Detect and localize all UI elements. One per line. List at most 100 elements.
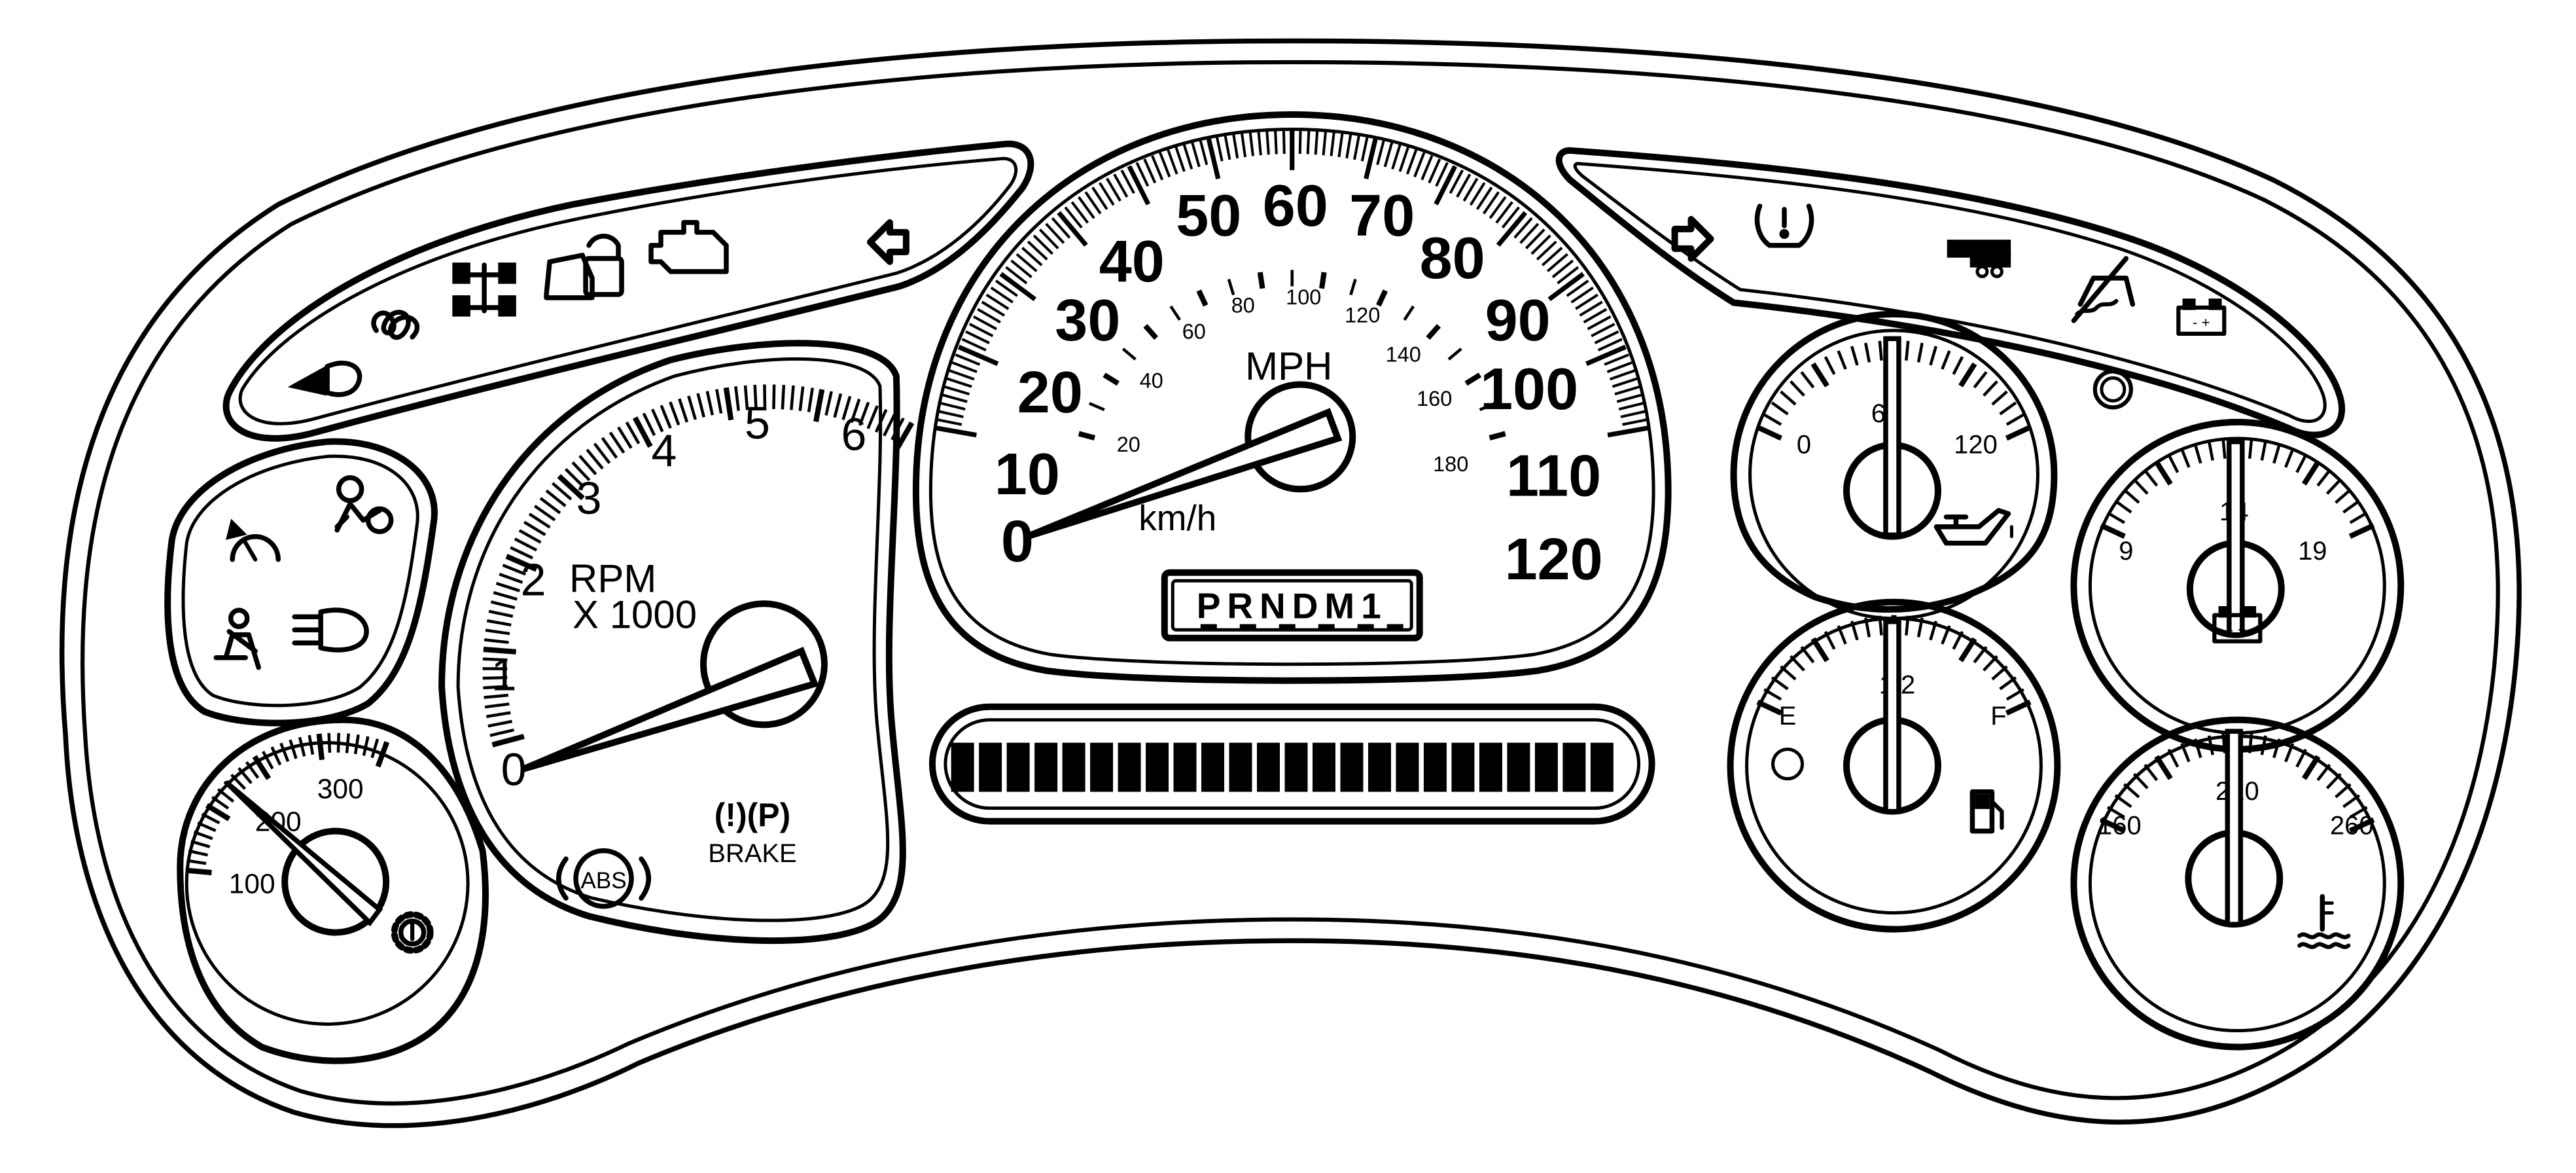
trans-temp-ticks-tick xyxy=(327,732,332,753)
coolant-ticks-tick xyxy=(2167,748,2179,768)
odometer-segment xyxy=(1562,742,1586,792)
speedo-ticks-tick xyxy=(1099,182,1115,206)
fuel-ticks-tick xyxy=(1824,630,1836,650)
oil-pressure-ticks-tick xyxy=(1824,356,1836,375)
trans-temp-ticks-tick xyxy=(353,734,360,755)
speedo-ticks-tick xyxy=(1405,149,1418,175)
speedo-mph-labels: 0 10 20 30 40 50 60 70 80 90 100 110 120 xyxy=(995,173,1603,592)
trans-temp-ticks-tick xyxy=(375,741,390,768)
tach-ticks-tick xyxy=(633,416,653,448)
oil-pressure-ticks-tick xyxy=(1800,371,1815,389)
tach-label: 5 xyxy=(745,397,770,448)
voltmeter-label: 9 xyxy=(2119,537,2133,566)
coolant-temp-housing xyxy=(2070,716,2405,1051)
tach-ticks-tick xyxy=(586,448,604,470)
trans-temp-ticks-tick xyxy=(370,738,379,759)
speedo-ticks-tick xyxy=(990,286,1014,304)
tach-ticks-tick xyxy=(483,685,508,690)
tach-ticks-tick xyxy=(715,389,723,414)
tach-ticks-tick xyxy=(510,546,534,560)
speedo-ticks-tick xyxy=(939,401,966,411)
voltmeter-ticks-tick xyxy=(2272,444,2281,464)
fuel-ticks-tick xyxy=(1983,655,1998,672)
tach-ticks-tick xyxy=(601,437,618,459)
tach-ticks-tick xyxy=(841,395,852,420)
odometer-segment xyxy=(1034,742,1058,792)
odometer-segment xyxy=(1284,742,1308,792)
speedo-ticks-tick xyxy=(1298,128,1302,154)
tach-ticks-tick xyxy=(578,454,597,476)
speedo-ticks-tick xyxy=(1135,162,1150,187)
tach-ticks-tick xyxy=(824,391,833,416)
voltmeter-ticks-tick xyxy=(2207,441,2214,461)
coolant-label: 260 xyxy=(2330,812,2374,840)
odometer-segment xyxy=(1312,742,1335,792)
voltmeter-ticks-tick xyxy=(2295,454,2308,473)
coolant-ticks-tick xyxy=(2348,817,2375,834)
kmh-ticks-tick xyxy=(1227,278,1235,296)
coolant-ticks-tick xyxy=(2207,735,2214,755)
oil-pressure-ticks-tick xyxy=(1983,380,1998,397)
tach-label: 6 xyxy=(841,408,866,460)
oil-pressure-ticks-tick xyxy=(1905,340,1910,361)
fuel-ticks-tick xyxy=(1837,625,1847,645)
speedo-ticks-tick xyxy=(1078,196,1095,219)
fuel-ticks-tick xyxy=(1790,655,1805,672)
speedo-ticks-tick xyxy=(972,315,997,331)
speedo-ticks-tick xyxy=(1435,162,1449,187)
odometer-segment xyxy=(1062,742,1085,792)
tach-hub xyxy=(700,600,828,729)
voltmeter-ticks-tick xyxy=(2180,448,2191,468)
speedo-ticks-tick xyxy=(1084,191,1102,215)
right-telltale-panel xyxy=(1555,147,2346,439)
tach-ticks-tick xyxy=(514,537,538,552)
speedo-ticks-tick xyxy=(1570,286,1594,304)
cluster-bezel xyxy=(59,38,2522,1128)
speedo-ticks-tick xyxy=(1091,187,1108,210)
abs-label: ABS xyxy=(581,868,627,893)
tach-ticks-tick xyxy=(678,398,689,423)
kmh-ticks-tick xyxy=(1089,402,1105,412)
speedo-ticks-tick xyxy=(1057,211,1088,247)
tach-ticks-tick xyxy=(502,564,527,576)
speedo-ticks-tick xyxy=(1428,158,1441,184)
fuel-label: E xyxy=(1779,702,1797,731)
coolant-ticks-tick xyxy=(2349,806,2368,819)
coolant-ticks-tick xyxy=(2180,743,2191,763)
tach-ticks-tick xyxy=(858,401,870,426)
speedo-ticks-tick xyxy=(1434,165,1457,206)
speedo-ticks-tick xyxy=(1462,177,1479,202)
speedo-ticks-tick xyxy=(1113,173,1129,198)
oil-pressure-ticks-tick xyxy=(1810,362,1829,388)
tach-ticks-tick xyxy=(743,385,749,410)
kmh-ticks-tick xyxy=(1447,348,1462,361)
tach-ticks-tick xyxy=(893,421,915,453)
coolant-ticks-tick xyxy=(2132,772,2149,789)
speedo-ticks-tick xyxy=(1027,240,1048,261)
mph-label: 20 xyxy=(1017,360,1083,425)
kmh-label: 100 xyxy=(1286,285,1321,309)
tach-ticks-tick xyxy=(495,581,520,592)
battery-symbol: - + xyxy=(2193,314,2210,331)
speedo-ticks-tick xyxy=(1231,132,1239,159)
speedo-ticks-tick xyxy=(1489,196,1507,219)
oil-pressure-ticks-tick xyxy=(2005,424,2032,441)
kmh-ticks-tick xyxy=(1426,324,1441,340)
trans-temp-ticks-tick xyxy=(345,733,350,753)
odometer-segment xyxy=(1146,742,1169,792)
speedo-ticks-tick xyxy=(1353,134,1361,160)
tach-label: 1 xyxy=(491,649,517,700)
tach-ticks-tick xyxy=(642,412,656,437)
coolant-ticks-tick xyxy=(2154,755,2173,780)
speedo-ticks-tick xyxy=(1174,146,1186,172)
kmh-ticks-tick xyxy=(1121,348,1137,361)
odometer-segment xyxy=(1201,742,1225,792)
speedo-ticks-tick xyxy=(957,344,999,367)
kmh-label: 20 xyxy=(1117,433,1140,456)
speedo-ticks-tick xyxy=(1566,280,1589,297)
speedo-ticks-tick xyxy=(1583,308,1608,324)
speedo-ticks-tick xyxy=(1010,259,1032,279)
tach-ticks-tick xyxy=(493,591,518,601)
trans-temp-ticks-tick xyxy=(298,736,306,757)
fuel-gauge-housing xyxy=(1727,598,2061,933)
